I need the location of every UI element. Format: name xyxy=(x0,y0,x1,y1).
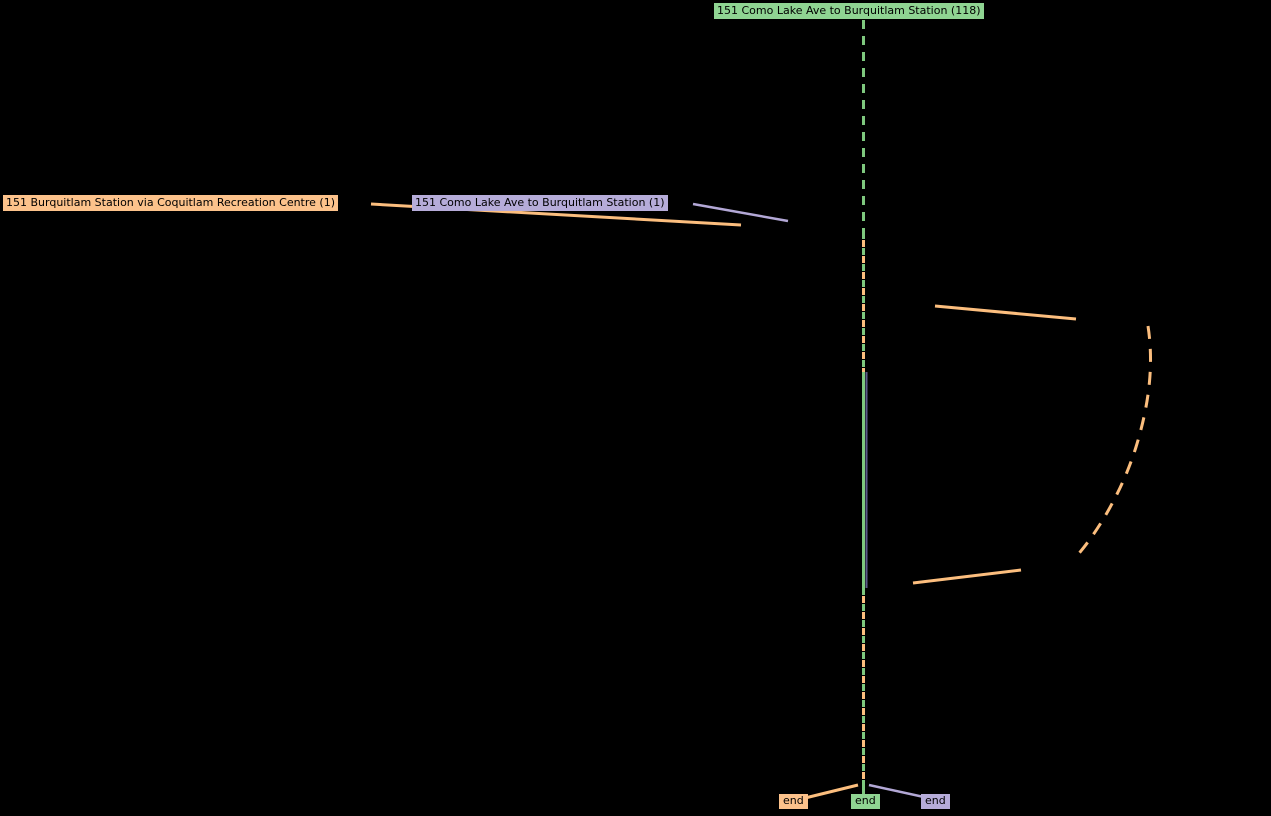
route-label-green: 151 Como Lake Ave to Burquitlam Station … xyxy=(714,3,984,19)
orange-route-end-connector xyxy=(800,783,859,801)
orange-detour-arc-dashed xyxy=(1073,325,1152,559)
end-label-orange: end xyxy=(779,794,808,809)
end-label-green: end xyxy=(851,794,880,809)
purple-label-leader-line xyxy=(692,202,789,223)
orange-detour-line-north xyxy=(934,304,1077,321)
end-label-purple: end xyxy=(921,794,950,809)
orange-detour-line-south xyxy=(912,568,1022,585)
route-label-orange: 151 Burquitlam Station via Coquitlam Rec… xyxy=(3,195,339,211)
route-label-purple: 151 Como Lake Ave to Burquitlam Station … xyxy=(412,195,668,211)
